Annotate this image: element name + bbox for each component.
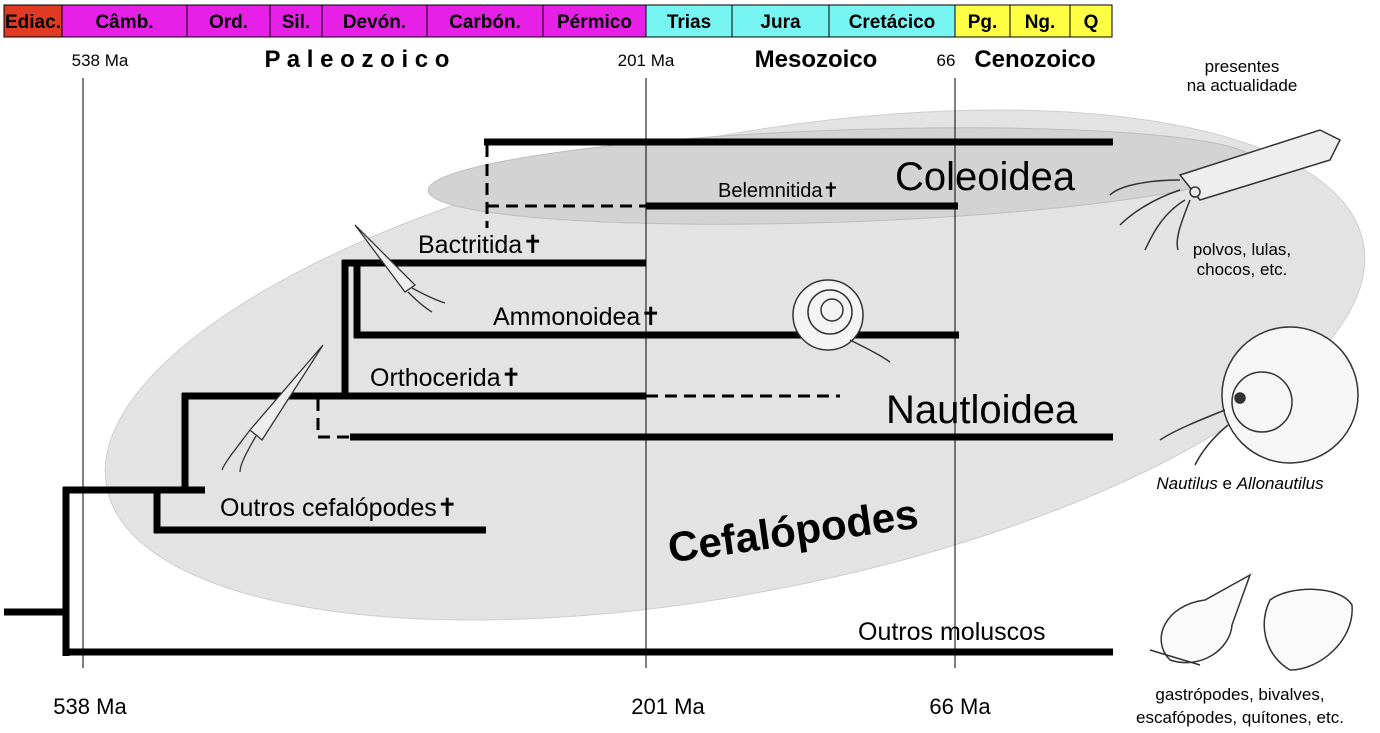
period-label: Câmb.: [95, 12, 153, 33]
caption-nautilus-and: e: [1218, 474, 1237, 493]
geologic-period-bar: Ediac. Câmb. Ord. Sil. Devón. Carbón. Pérmico T…: [3, 4, 1113, 38]
period-cell: [645, 4, 733, 38]
period-cell: [186, 4, 271, 38]
present-label-2: na actualidade: [1187, 76, 1298, 95]
period-cell: [1009, 4, 1071, 38]
taxon-belemnitida: Belemnitida✝: [718, 180, 839, 202]
caption-nautilus-genus-b: Allonautilus: [1236, 474, 1324, 493]
period-cell: [321, 4, 428, 38]
era-paleozoic: P a l e o z o i c o: [265, 46, 450, 73]
period-cell: [1069, 4, 1113, 38]
era-mesozoic: Mesozoico: [755, 46, 878, 73]
era-cenozoic: Cenozoico: [974, 46, 1095, 73]
caption-molluscs-1: gastrópodes, bivalves,: [1155, 685, 1324, 704]
taxon-ammonoidea: Ammonoidea✝: [493, 303, 661, 331]
bottom-tick-66: 66 Ma: [929, 694, 991, 719]
period-label: Ediac.: [5, 12, 61, 33]
period-label: Pérmico: [557, 12, 632, 33]
taxon-other-molluscs: Outros moluscos: [858, 618, 1046, 646]
present-label-1: presentes: [1205, 57, 1280, 76]
period-label: Q: [1084, 12, 1099, 33]
period-label: Pg.: [968, 12, 998, 33]
squid-illustration: [1109, 129, 1342, 251]
period-label: Ord.: [209, 12, 248, 33]
caption-coleoidea-1: polvos, lulas,: [1193, 240, 1291, 259]
period-label: Carbón.: [449, 12, 521, 33]
period-cell: [61, 4, 188, 38]
period-label: Sil.: [282, 12, 311, 33]
period-label: Trias: [667, 12, 711, 33]
caption-coleoidea-2: chocos, etc.: [1197, 260, 1288, 279]
top-tick-66: 66: [937, 51, 956, 70]
period-label: Jura: [760, 12, 801, 33]
group-coleoidea: Coleoidea: [895, 155, 1076, 199]
nautilus-illustration: [1159, 326, 1359, 466]
taxon-other-cephalopods: Outros cefalópodes✝: [220, 494, 458, 522]
bottom-tick-201: 201 Ma: [631, 694, 705, 719]
period-label: Ng.: [1025, 12, 1056, 33]
caption-nautilus: Nautilus e Allonautilus: [1156, 474, 1324, 493]
ammonite-illustration: [792, 279, 891, 363]
caption-molluscs-2: escafópodes, quítones, etc.: [1136, 708, 1344, 727]
orthocerid-illustration: [221, 344, 324, 473]
snail-illustration: [1149, 573, 1252, 666]
taxon-bactritida: Bactritida✝: [418, 231, 543, 259]
period-cell: [3, 4, 63, 38]
period-cell: [542, 4, 647, 38]
top-tick-538: 538 Ma: [72, 51, 129, 70]
bottom-tick-538: 538 Ma: [53, 694, 127, 719]
bactritid-illustration: [354, 224, 446, 313]
period-cell: [731, 4, 830, 38]
period-label: Cretácico: [849, 12, 936, 33]
period-cell: [828, 4, 956, 38]
clam-illustration: [1263, 588, 1353, 671]
taxon-orthocerida: Orthocerida✝: [370, 364, 522, 392]
period-cell: [426, 4, 544, 38]
group-nautiloidea: Nautloidea: [886, 388, 1078, 432]
period-label: Devón.: [343, 12, 406, 33]
top-tick-201: 201 Ma: [618, 51, 675, 70]
caption-nautilus-genus-a: Nautilus: [1156, 474, 1218, 493]
